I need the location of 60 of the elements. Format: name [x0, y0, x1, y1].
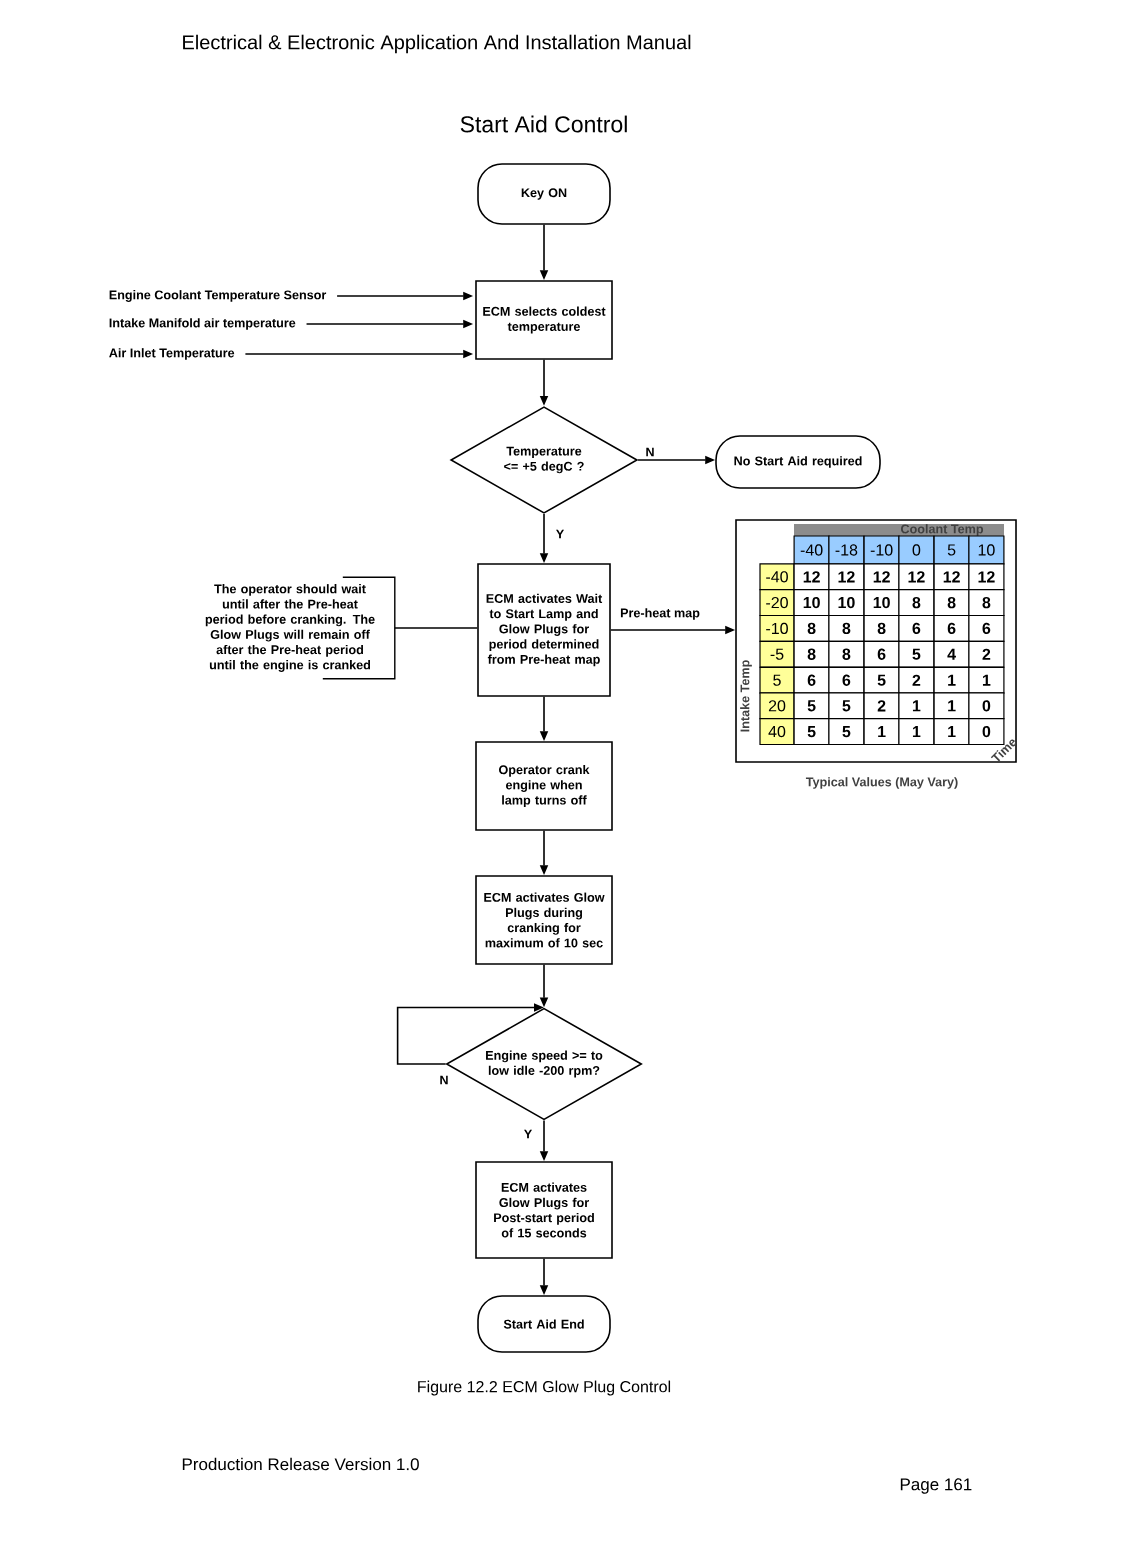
table-cell: 12 [933, 563, 970, 591]
table-cell: 6 [793, 666, 830, 694]
table-cell: 8 [828, 614, 865, 642]
table-cell: 12 [898, 563, 935, 591]
table-cell: 6 [863, 640, 900, 668]
table-cell: 8 [898, 589, 935, 617]
table-cell: 5 [828, 718, 865, 746]
table-cell: 5 [933, 535, 970, 565]
table-cell: 4 [933, 640, 970, 668]
table-cell: 12 [863, 563, 900, 591]
table-cell: 8 [793, 614, 830, 642]
table-cell: -5 [759, 640, 795, 668]
table-cell: 6 [898, 614, 935, 642]
table-cell: 8 [968, 589, 1005, 617]
table-cell: 2 [898, 666, 935, 694]
table-cell: 1 [898, 692, 935, 720]
table-cell: 0 [968, 718, 1005, 746]
table-cell: 5 [828, 692, 865, 720]
footer-text: Production Release Version 1.0 [182, 1457, 419, 1471]
diagram-title: Start Aid Control [460, 115, 627, 133]
table-cell: -20 [759, 589, 795, 617]
table-cell: -40 [793, 535, 830, 565]
page-header: Electrical & Electronic Application And Installation Manual [183, 34, 691, 54]
table-cell: 5 [898, 640, 935, 668]
figure-caption: Figure 12.2 ECM Glow Plug Control [418, 1380, 671, 1396]
table-cell: -10 [759, 614, 795, 642]
table-cell: 5 [759, 666, 795, 694]
table-cell: 1 [898, 718, 935, 746]
table-cell: -40 [759, 563, 795, 591]
table-cell: 12 [968, 563, 1005, 591]
table-cell: 40 [759, 718, 795, 746]
table-cell: 10 [968, 535, 1005, 565]
table-cell: 1 [933, 666, 970, 694]
table-cell: 8 [933, 589, 970, 617]
table-cell: 5 [793, 718, 830, 746]
table-cell: 10 [828, 589, 865, 617]
table-cell: 1 [933, 692, 970, 720]
page-number: Page 161 [900, 1478, 972, 1494]
table-cell: 10 [863, 589, 900, 617]
table-cell: 1 [933, 718, 970, 746]
table-cell: 6 [933, 614, 970, 642]
table-cell: 6 [968, 614, 1005, 642]
table-cell: 8 [793, 640, 830, 668]
table-cell: 12 [793, 563, 830, 591]
table-cell: 2 [863, 692, 900, 720]
table-cell: -18 [828, 535, 865, 565]
table-cell: 12 [828, 563, 865, 591]
table-cell: 8 [828, 640, 865, 668]
table-cell: 5 [863, 666, 900, 694]
table-cell: 8 [863, 614, 900, 642]
table-cell: -10 [863, 535, 900, 565]
table-cell: 10 [793, 589, 830, 617]
table-cell: 0 [968, 692, 1005, 720]
table-cell: 2 [968, 640, 1005, 668]
table-cell: 6 [828, 666, 865, 694]
table-cell: 5 [793, 692, 830, 720]
table-cell: 1 [863, 718, 900, 746]
table-cell: 0 [898, 535, 935, 565]
table-cell: 20 [759, 692, 795, 720]
table-cell: 1 [968, 666, 1005, 694]
